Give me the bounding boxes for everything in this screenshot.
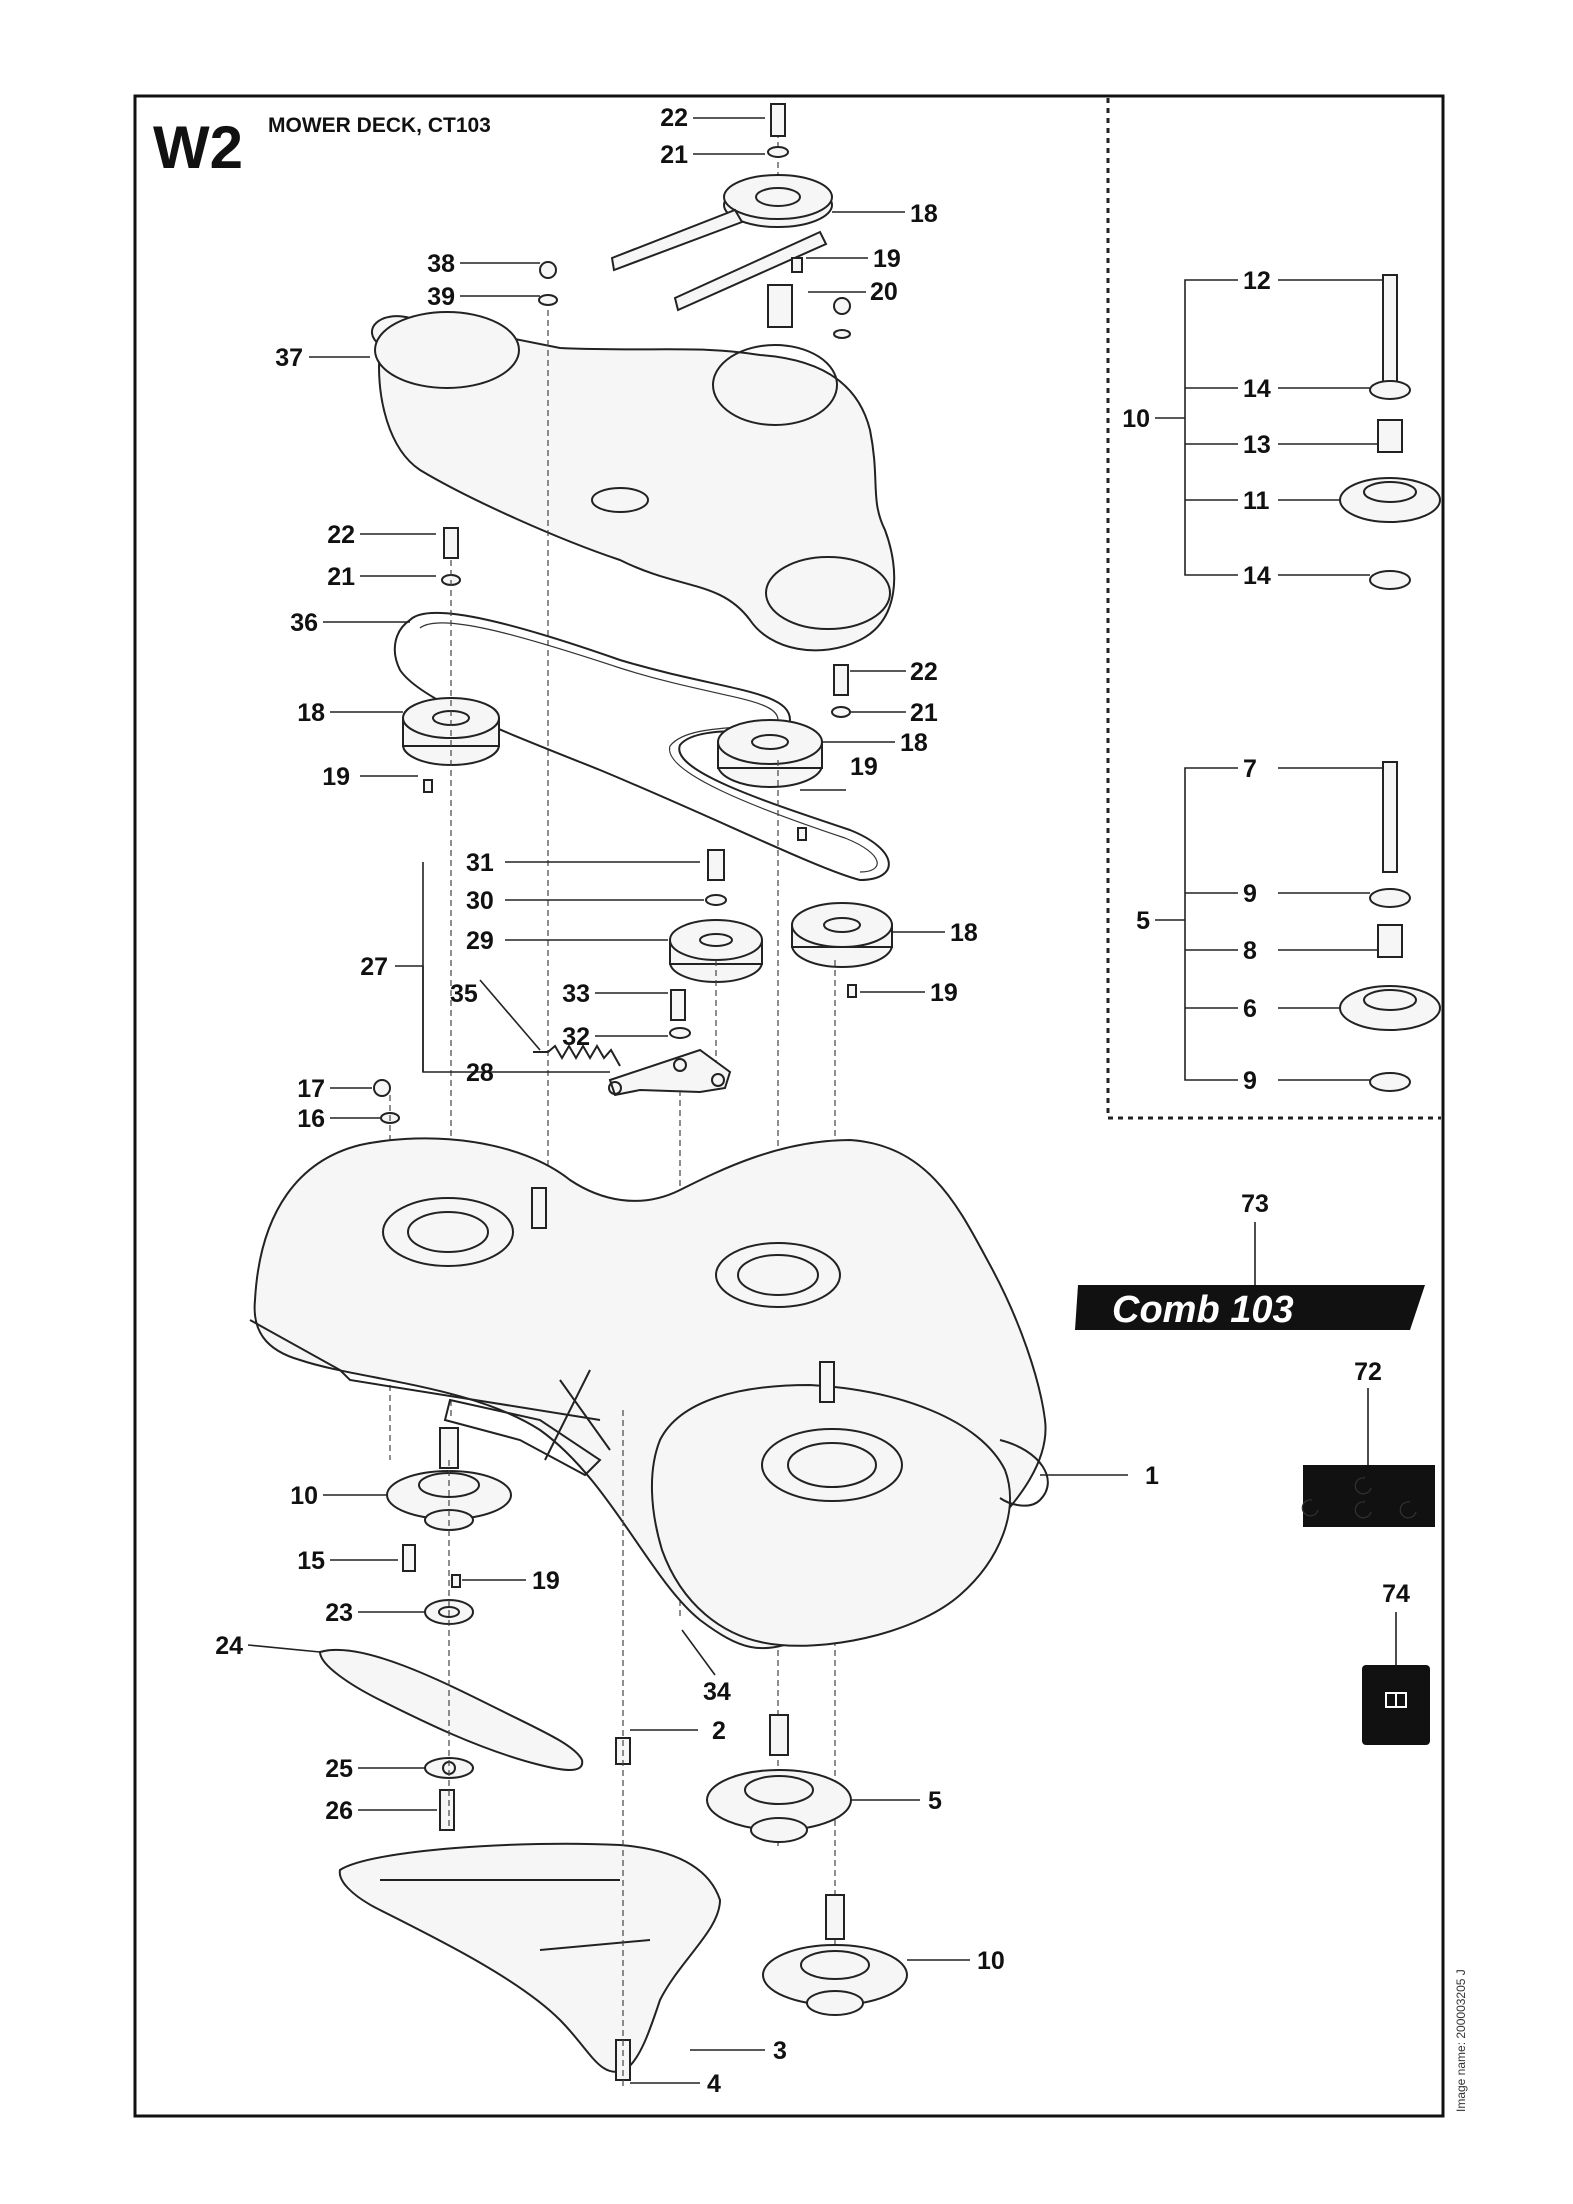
callout-2: 2 bbox=[712, 1717, 726, 1745]
callout-27: 27 bbox=[360, 953, 388, 981]
callout-32: 32 bbox=[562, 1023, 590, 1051]
callout-8: 8 bbox=[1243, 937, 1257, 965]
callout-74: 74 bbox=[1382, 1580, 1410, 1608]
callout-22: 22 bbox=[660, 104, 688, 132]
callout-21: 21 bbox=[327, 563, 355, 591]
callout-19: 19 bbox=[850, 753, 878, 781]
callout-14: 14 bbox=[1243, 562, 1271, 590]
callout-11: 11 bbox=[1243, 487, 1270, 515]
callout-29: 29 bbox=[466, 927, 494, 955]
decal-72 bbox=[1301, 1465, 1435, 1527]
callout-15: 15 bbox=[297, 1547, 325, 1575]
baffle-drawing bbox=[338, 1410, 722, 2090]
top-pulley-drawing bbox=[610, 103, 851, 339]
callout-24: 24 bbox=[215, 1632, 243, 1660]
callout-22: 22 bbox=[910, 658, 938, 686]
callout-10: 10 bbox=[290, 1482, 318, 1510]
callout-72: 72 bbox=[1354, 1358, 1382, 1386]
callout-23: 23 bbox=[325, 1599, 353, 1627]
callout-13: 13 bbox=[1243, 431, 1271, 459]
callout-39: 39 bbox=[427, 283, 455, 311]
callout-7: 7 bbox=[1243, 755, 1257, 783]
kit-5-drawing bbox=[1339, 761, 1441, 1092]
left-pulley-drawing bbox=[402, 527, 500, 1420]
callout-37: 37 bbox=[275, 344, 303, 372]
kit-box bbox=[1106, 98, 1441, 1120]
callout-19: 19 bbox=[322, 763, 350, 791]
callout-18: 18 bbox=[950, 919, 978, 947]
callout-6: 6 bbox=[1243, 995, 1257, 1023]
callout-28: 28 bbox=[466, 1059, 494, 1087]
callout-36: 36 bbox=[290, 609, 318, 637]
callout-9: 9 bbox=[1243, 880, 1257, 908]
callout-22: 22 bbox=[327, 521, 355, 549]
callout-33: 33 bbox=[562, 980, 590, 1008]
right-pulley-drawing bbox=[717, 664, 851, 1850]
decal-73-text: Comb 103 bbox=[1112, 1289, 1294, 1331]
callout-26: 26 bbox=[325, 1797, 353, 1825]
diagram-code: W2 bbox=[153, 114, 243, 181]
decal-73: Comb 103 bbox=[1075, 1285, 1425, 1331]
callout-20: 20 bbox=[870, 278, 898, 306]
callout-19: 19 bbox=[873, 245, 901, 273]
callout-14: 14 bbox=[1243, 375, 1271, 403]
callout-9: 9 bbox=[1243, 1067, 1257, 1095]
callout-10: 10 bbox=[977, 1947, 1005, 1975]
callout-16: 16 bbox=[297, 1105, 325, 1133]
callout-25: 25 bbox=[325, 1755, 353, 1783]
callout-4: 4 bbox=[707, 2070, 721, 2098]
callout-19: 19 bbox=[930, 979, 958, 1007]
callout-3: 3 bbox=[773, 2037, 787, 2065]
diagram-title: MOWER DECK, CT103 bbox=[268, 114, 491, 137]
callout-labels: 22 21 18 19 20 38 39 37 22 21 36 18 19 2… bbox=[215, 104, 1410, 2098]
belt-cover-drawing bbox=[370, 261, 896, 1210]
callout-17: 17 bbox=[297, 1075, 325, 1103]
callout-21: 21 bbox=[910, 699, 938, 727]
mower-deck-drawing bbox=[249, 1137, 1049, 1650]
callout-10: 10 bbox=[1122, 405, 1150, 433]
callout-21: 21 bbox=[660, 141, 688, 169]
callout-31: 31 bbox=[466, 849, 494, 877]
callout-35: 35 bbox=[450, 980, 478, 1008]
kit-10-drawing bbox=[1339, 274, 1441, 590]
callout-38: 38 bbox=[427, 250, 455, 278]
callout-19: 19 bbox=[532, 1567, 560, 1595]
callout-5: 5 bbox=[1136, 907, 1150, 935]
callout-18: 18 bbox=[297, 699, 325, 727]
bottom-spindle-drawing bbox=[762, 1894, 908, 2016]
page-frame bbox=[133, 94, 1445, 2118]
callout-18: 18 bbox=[910, 200, 938, 228]
leader-lines bbox=[247, 117, 1397, 2084]
left-spindle-drawing bbox=[318, 1427, 584, 1831]
middle-spindle-drawing bbox=[706, 1714, 852, 1843]
callout-30: 30 bbox=[466, 887, 494, 915]
decal-74 bbox=[1362, 1665, 1430, 1745]
image-name: Image name: 200003205 J bbox=[1454, 1969, 1468, 2112]
callout-34: 34 bbox=[703, 1678, 731, 1706]
callout-73: 73 bbox=[1241, 1190, 1269, 1218]
callout-18: 18 bbox=[900, 729, 928, 757]
callout-5: 5 bbox=[928, 1787, 942, 1815]
callout-1: 1 bbox=[1145, 1462, 1159, 1490]
callout-12: 12 bbox=[1243, 267, 1271, 295]
